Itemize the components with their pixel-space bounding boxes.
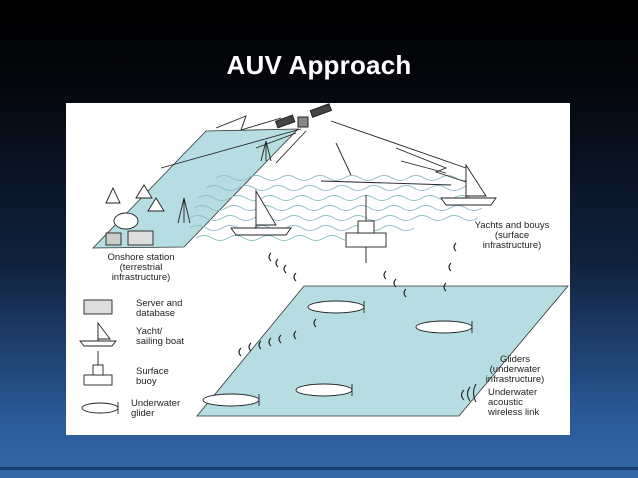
acoustic-link-arcs bbox=[238, 242, 457, 357]
yacht-icons bbox=[230, 163, 497, 236]
surface-buoy-icon bbox=[83, 351, 113, 386]
legend-glider-label: Underwater glider bbox=[131, 398, 181, 419]
onshore-land-plane bbox=[92, 128, 299, 249]
radio-link-arrows bbox=[160, 115, 467, 186]
gliders-label: Gliders (underwater infrastructure) bbox=[485, 354, 545, 385]
footer-divider bbox=[0, 467, 638, 470]
surface-buoy bbox=[345, 195, 387, 263]
onshore-station-icons bbox=[105, 140, 272, 246]
legend-icons bbox=[79, 299, 119, 414]
server-database-icon bbox=[83, 299, 113, 315]
sea-surface-waves bbox=[189, 175, 487, 241]
satellite-icon bbox=[274, 103, 333, 129]
yacht-icon bbox=[79, 321, 117, 347]
underwater-gliders bbox=[202, 300, 473, 407]
underwater-glider-icon bbox=[81, 402, 119, 414]
legend-yacht-label: Yacht/ sailing boat bbox=[136, 326, 185, 347]
legend-buoy-label: Surface buoy bbox=[136, 366, 169, 387]
auv-network-diagram: Onshore station (terrestrial infrastruct… bbox=[66, 103, 570, 435]
yachts-buoys-label: Yachts and bouys (surface infrastructure… bbox=[474, 220, 550, 251]
acoustic-link-legend-mark bbox=[460, 383, 477, 403]
acoustic-link-label: Underwater acoustic wireless link bbox=[488, 387, 540, 418]
diagram-drawing bbox=[79, 103, 569, 417]
slide-title: AUV Approach bbox=[226, 50, 412, 80]
underwater-plane bbox=[196, 285, 569, 417]
onshore-station-label: Onshore station (terrestrial infrastruct… bbox=[107, 252, 175, 283]
legend-server-label: Server and database bbox=[136, 298, 183, 319]
